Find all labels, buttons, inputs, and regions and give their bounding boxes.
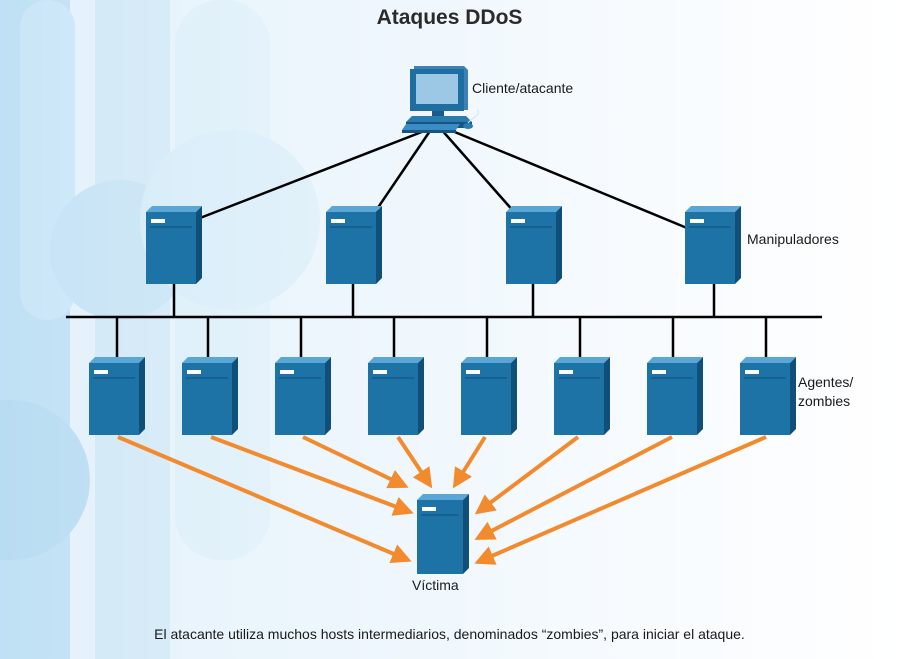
attack-arrow-1 (117, 435, 412, 563)
link-client-handler-1 (199, 126, 433, 220)
attack-arrow-8 (474, 435, 767, 565)
agent-server-icon-4 (368, 357, 424, 435)
handler-server-icon-1 (146, 206, 202, 284)
handler-server-icon-3 (506, 206, 562, 284)
attack-arrows (117, 435, 767, 565)
caption-text: El atacante utiliza muchos hosts interme… (154, 626, 745, 642)
page-title: Ataques DDoS (376, 6, 523, 29)
attack-arrow-4 (396, 435, 433, 489)
agent-server-icon-1 (89, 357, 145, 435)
attack-arrow-3 (302, 435, 409, 489)
agents-label-line1: Agentes/ (798, 374, 854, 390)
agents-label-line2: zombies (798, 393, 851, 409)
client-computer-icon (402, 66, 479, 133)
link-client-handler-2 (373, 127, 434, 213)
handler-server-icon-2 (326, 206, 382, 284)
client-handler-links (199, 126, 688, 230)
link-client-handler-4 (444, 126, 688, 230)
client-label: Cliente/atacante (472, 80, 574, 96)
server-nodes (89, 206, 796, 574)
victim-label: Víctima (412, 577, 459, 593)
attack-arrow-6 (474, 435, 580, 515)
agent-server-icon-6 (554, 357, 610, 435)
victim-server-icon (417, 494, 469, 574)
attack-arrow-5 (452, 435, 487, 489)
network-bus (66, 284, 822, 360)
agents-label: Agentes/ zombies (798, 373, 853, 411)
handlers-label: Manipuladores (747, 231, 839, 247)
agent-server-icon-7 (647, 357, 703, 435)
attack-arrow-7 (474, 435, 673, 540)
attack-arrow-2 (210, 435, 414, 516)
handler-server-icon-4 (685, 206, 741, 284)
link-client-handler-3 (439, 127, 516, 214)
agent-server-icon-2 (182, 357, 238, 435)
agent-server-icon-5 (461, 357, 517, 435)
agent-server-icon-3 (275, 357, 331, 435)
agent-server-icon-8 (740, 357, 796, 435)
